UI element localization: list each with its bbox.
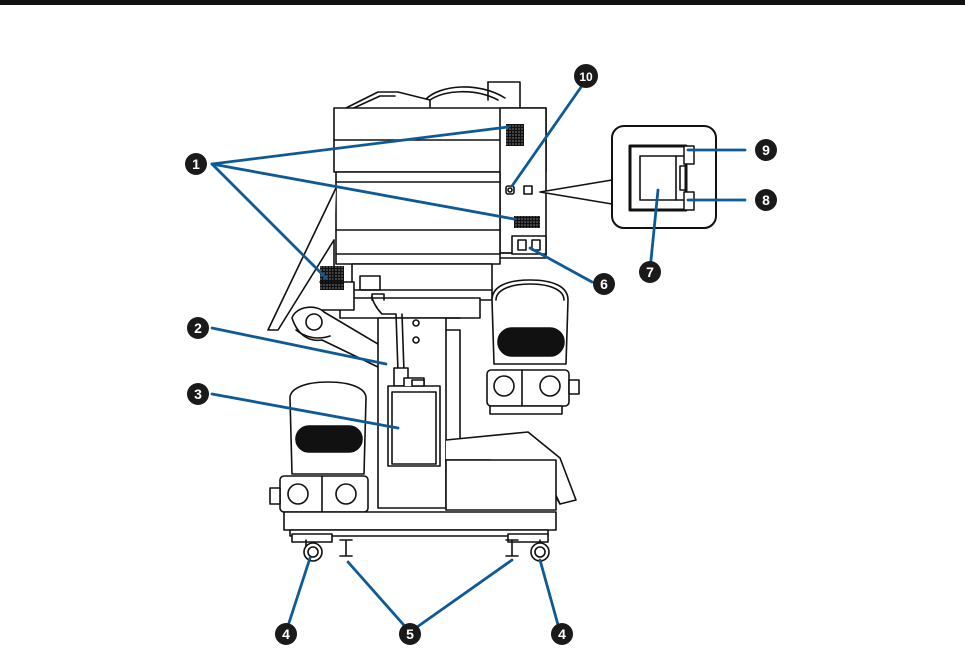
lan-port-inset xyxy=(540,126,716,228)
callout-10: 10 xyxy=(574,64,598,88)
right-roll-holder xyxy=(487,280,579,414)
svg-text:10: 10 xyxy=(579,70,593,84)
svg-text:2: 2 xyxy=(194,320,202,336)
left-caster xyxy=(304,540,322,561)
callout-1: 1 xyxy=(185,153,207,175)
svg-text:3: 3 xyxy=(194,386,202,402)
callout-3: 3 xyxy=(187,383,209,405)
svg-text:1: 1 xyxy=(192,156,200,172)
air-vent-left xyxy=(320,266,344,290)
callout-6: 6 xyxy=(593,273,615,295)
callout-7: 7 xyxy=(639,261,661,283)
right-stand-support xyxy=(446,432,576,510)
svg-text:5: 5 xyxy=(406,626,414,642)
callout-4-left: 4 xyxy=(275,623,297,645)
callout-4-right: 4 xyxy=(551,623,573,645)
svg-text:7: 7 xyxy=(646,264,654,280)
right-caster xyxy=(531,540,549,561)
svg-text:4: 4 xyxy=(558,626,566,642)
svg-text:9: 9 xyxy=(762,142,770,158)
callout-2: 2 xyxy=(187,317,209,339)
stand-base xyxy=(284,512,556,542)
left-roll-holder xyxy=(270,382,368,512)
ac-inlet xyxy=(512,236,546,254)
callout-8: 8 xyxy=(755,189,777,211)
waste-ink-bottle xyxy=(388,378,440,466)
callout-5: 5 xyxy=(399,623,421,645)
callout-9: 9 xyxy=(755,139,777,161)
svg-text:8: 8 xyxy=(762,192,770,208)
air-vent-middle xyxy=(514,216,540,228)
left-adjuster xyxy=(340,540,352,556)
svg-text:4: 4 xyxy=(282,626,290,642)
svg-text:6: 6 xyxy=(600,276,608,292)
